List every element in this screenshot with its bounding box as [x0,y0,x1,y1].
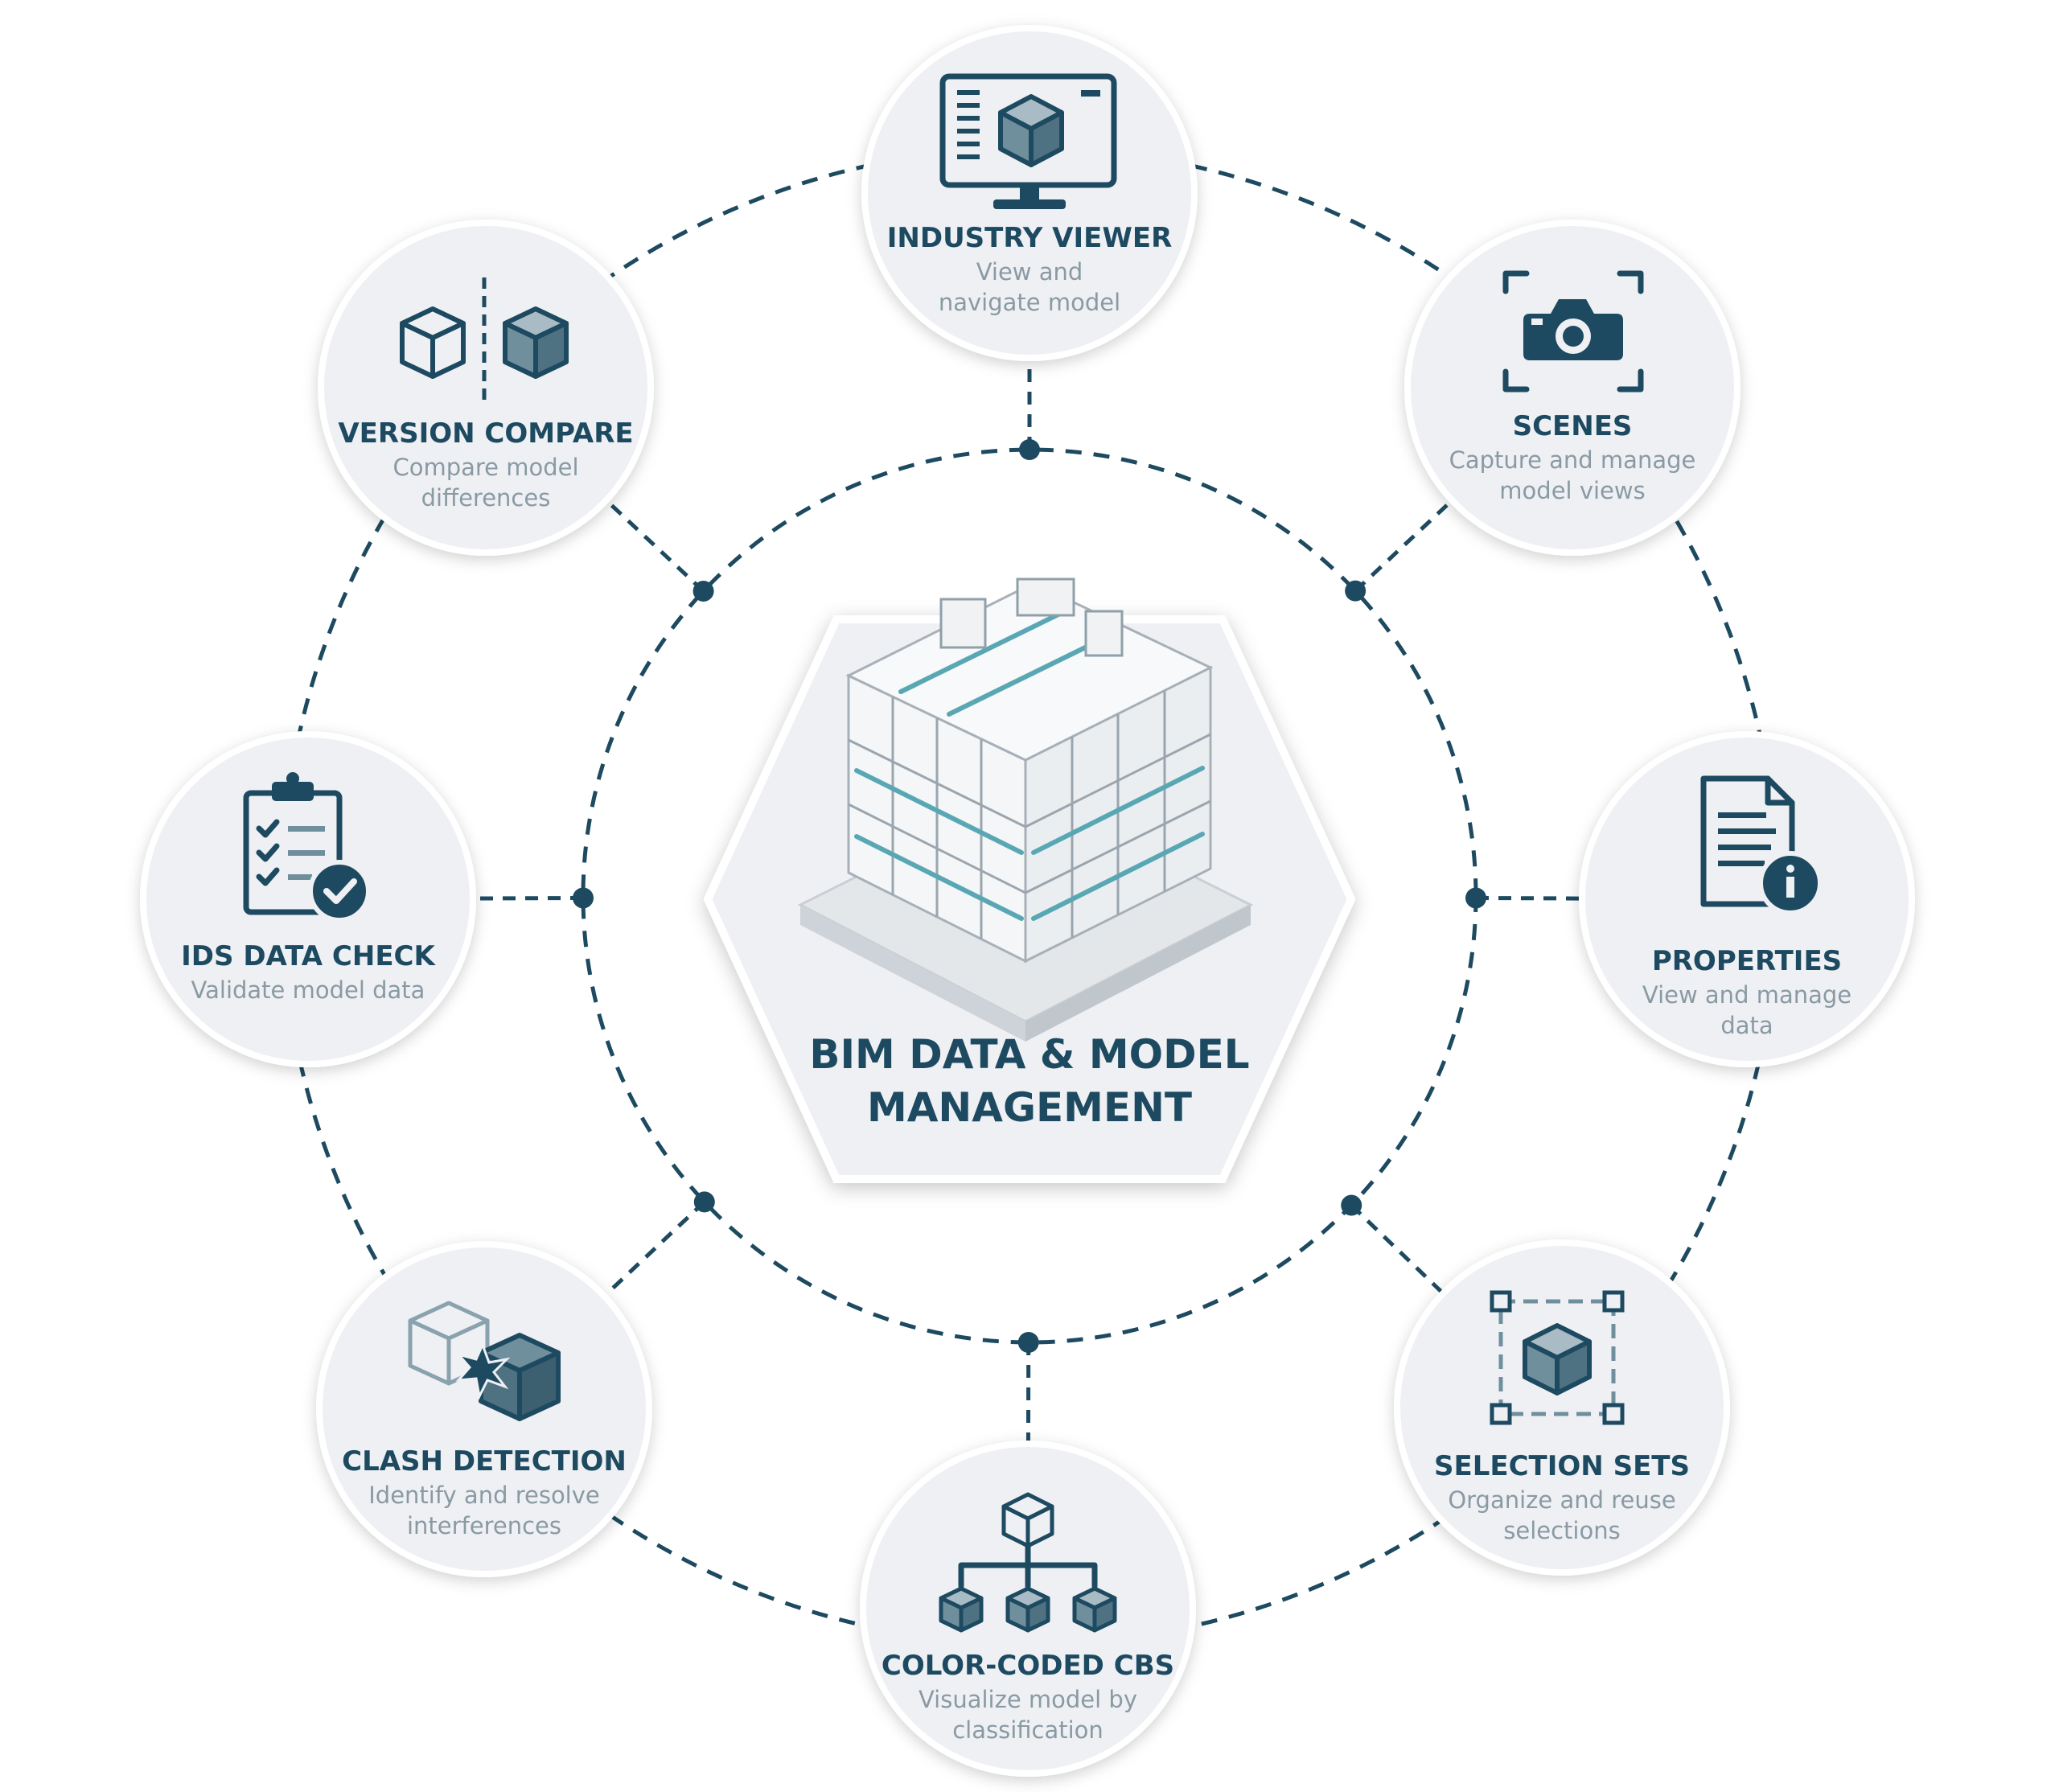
junction-dot-selection-sets [1341,1194,1362,1216]
monitor-cube-icon [939,73,1117,209]
node-title-ids-data-check: IDS DATA CHECK [181,940,436,972]
node-title-industry-viewer: INDUSTRY VIEWER [887,222,1173,254]
junction-dot-properties [1465,887,1486,909]
node-title-clash-detection: CLASH DETECTION [342,1445,627,1478]
hub: BIM DATA & MODEL MANAGEMENT [703,577,1356,1183]
node-desc-clash-detection-1: Identify and resolve [368,1482,600,1509]
node-title-color-coded-cbs: COLOR-CODED CBS [882,1650,1174,1682]
node-color-coded-cbs[interactable]: COLOR-CODED CBS Visualize model by class… [860,1441,1196,1777]
node-desc-version-compare-2: differences [421,484,551,512]
junction-dot-clash-detection [693,1191,715,1213]
hub-title-line1: BIM DATA & MODEL [809,1031,1249,1078]
connector-group [472,358,1583,1445]
node-industry-viewer[interactable]: INDUSTRY VIEWER View and navigate model [861,25,1198,361]
node-properties[interactable]: PROPERTIES View and manage data [1579,731,1915,1067]
node-desc-properties-2: data [1720,1012,1773,1039]
node-title-scenes: SCENES [1513,410,1633,442]
document-info-icon [1700,775,1823,915]
node-desc-selection-sets-1: Organize and reuse [1448,1486,1675,1514]
node-desc-version-compare-1: Compare model [392,454,578,481]
selection-cube-icon [1490,1290,1625,1425]
connector-selection-sets [1350,1203,1445,1295]
junction-dot-color-coded-cbs [1017,1331,1039,1353]
node-desc-clash-detection-2: interferences [407,1512,561,1539]
connector-version-compare [605,499,705,593]
node-ids-data-check[interactable]: IDS DATA CHECK Validate model data [140,731,476,1067]
node-title-version-compare: VERSION COMPARE [338,417,633,450]
node-desc-industry-viewer-2: navigate model [939,289,1120,316]
camera-icon [1502,270,1644,393]
node-desc-color-coded-cbs-2: classification [952,1716,1103,1744]
connector-scenes [1354,499,1454,593]
node-selection-sets[interactable]: SELECTION SETS Organize and reuse select… [1394,1239,1730,1576]
node-desc-properties-1: View and manage [1642,981,1851,1009]
hierarchy-cubes-icon [939,1492,1117,1633]
node-clash-detection[interactable]: CLASH DETECTION Identify and resolve int… [316,1241,652,1577]
junction-dot-version-compare [692,580,714,602]
node-scenes[interactable]: SCENES Capture and manage model views [1404,220,1740,556]
node-title-properties: PROPERTIES [1652,945,1842,977]
node-desc-industry-viewer-1: View and [976,258,1083,286]
compare-cubes-icon [400,277,569,406]
junction-group [573,439,1486,1353]
clash-cubes-icon [408,1301,561,1421]
junction-dot-industry-viewer [1019,439,1040,460]
node-desc-scenes-2: model views [1499,477,1645,504]
node-title-selection-sets: SELECTION SETS [1434,1450,1690,1482]
node-desc-color-coded-cbs-1: Visualize model by [919,1686,1137,1713]
hub-title-line2: MANAGEMENT [867,1084,1192,1131]
node-desc-ids-data-check-1: Validate model data [191,976,425,1004]
connector-clash-detection [602,1200,706,1298]
junction-dot-scenes [1345,580,1367,602]
node-desc-scenes-1: Capture and manage [1449,446,1696,474]
clipboard-check-icon [243,772,371,923]
building-model-icon [797,577,1254,1042]
node-version-compare[interactable]: VERSION COMPARE Compare model difference… [318,220,654,556]
node-desc-selection-sets-2: selections [1503,1517,1620,1544]
junction-dot-ids-data-check [573,887,594,909]
